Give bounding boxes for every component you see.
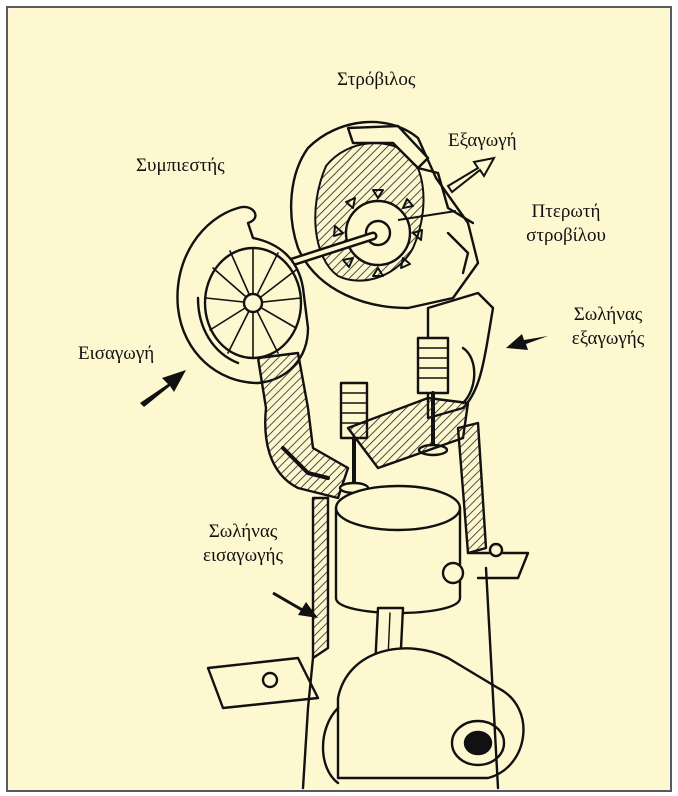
- intake-arrow: [140, 370, 186, 407]
- label-intake-pipe-line2: εισαγωγής: [188, 544, 298, 568]
- label-intake-pipe: Σωλήνας εισαγωγής: [188, 520, 298, 568]
- label-exhaust-pipe: Σωλήνας εξαγωγής: [553, 303, 663, 351]
- turbocharger-drawing: [8, 8, 670, 790]
- label-exhaust-out: Εξαγωγή: [448, 129, 517, 153]
- label-intake-pipe-line1: Σωλήνας: [188, 520, 298, 544]
- exhaust-out-arrow: [448, 158, 494, 192]
- piston: [336, 486, 463, 613]
- label-exhaust-pipe-line1: Σωλήνας: [553, 303, 663, 327]
- label-turbine: Στρόβιλος: [337, 68, 415, 92]
- label-intake: Εισαγωγή: [78, 342, 154, 366]
- intake-pipe: [258, 353, 348, 498]
- compressor-wheel: [205, 248, 301, 358]
- cylinder-block: [313, 423, 528, 658]
- diagram-frame: Στρόβιλος Εξαγωγή Συμπιεστής Πτερωτή στρ…: [6, 6, 672, 792]
- label-exhaust-pipe-line2: εξαγωγής: [553, 327, 663, 351]
- intake-pipe-arrow: [273, 593, 318, 618]
- label-turbine-blades: Πτερωτή στροβίλου: [506, 200, 626, 248]
- label-turbine-blades-line2: στροβίλου: [506, 224, 626, 248]
- label-turbine-blades-line1: Πτερωτή: [506, 200, 626, 224]
- label-compressor: Συμπιεστής: [136, 154, 225, 178]
- exhaust-pipe-arrow: [506, 334, 548, 350]
